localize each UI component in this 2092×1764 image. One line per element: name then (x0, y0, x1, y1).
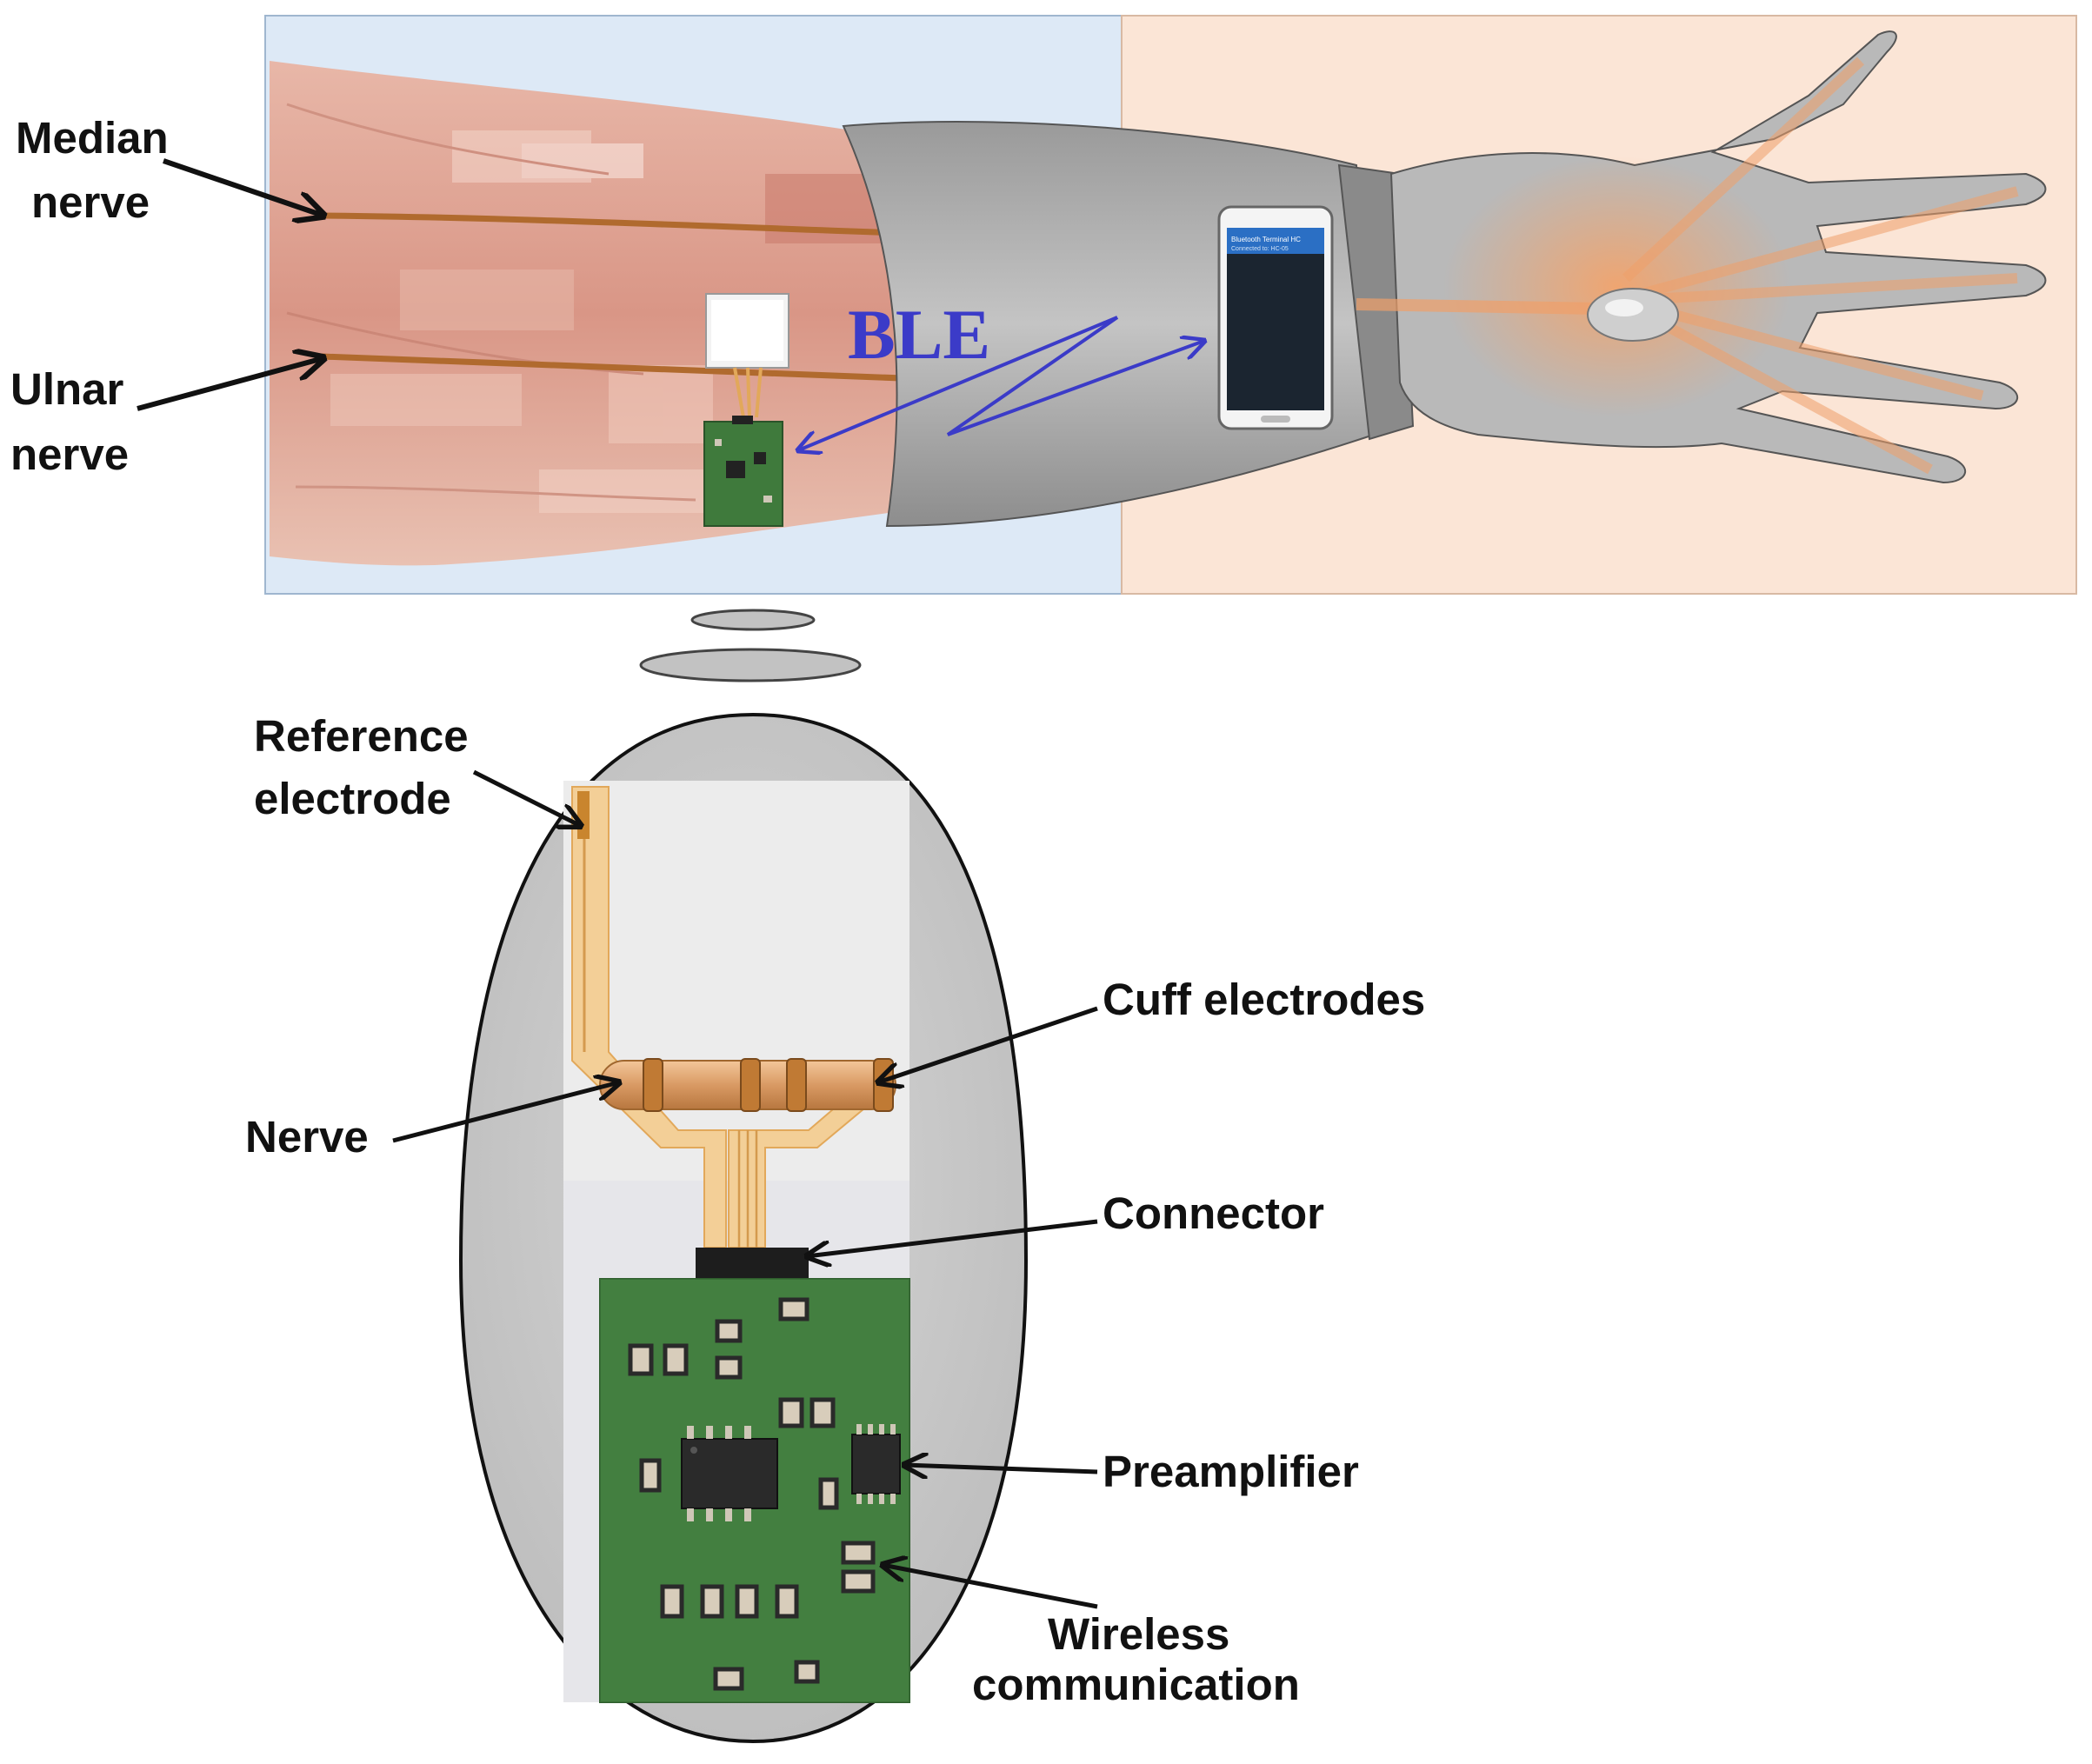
ble-label: BLE (848, 295, 990, 374)
cuff-ring-1 (643, 1058, 663, 1112)
connector-arrow (807, 1219, 1098, 1256)
wireless-communication-arrow (883, 1565, 1098, 1609)
smartphone: Bluetooth Terminal HC Connected to: HC-0… (1217, 205, 1334, 430)
reference-electrode-pad (577, 791, 590, 839)
reference-electrode-arrow (472, 769, 581, 826)
cuff-ring-4 (873, 1058, 894, 1112)
reference-electrode-label-line2: electrode (254, 774, 451, 823)
wireless-communication-label-line2: communication (972, 1660, 1300, 1709)
cuff-ring-3 (786, 1058, 807, 1112)
nerve-label: Nerve (245, 1112, 369, 1162)
preamplifier-arrow (904, 1465, 1098, 1472)
implant-capsule-detail (458, 609, 1029, 1744)
median-nerve-label-line1: Median (16, 113, 169, 163)
ble-arrow-lower (946, 316, 1204, 436)
hand-illustration (1356, 30, 2047, 484)
phone-app-title: Bluetooth Terminal HC (1231, 236, 1301, 243)
ic-chip-preamplifier (851, 1434, 901, 1494)
phone-app-subtitle: Connected to: HC-05 (1231, 246, 1289, 252)
nerve-arrow (392, 1082, 619, 1143)
connector-block (696, 1248, 809, 1279)
median-nerve-arrow (163, 158, 323, 216)
ble-arrow-upper (798, 316, 1118, 450)
cuff-electrodes-arrow (878, 1006, 1098, 1082)
cuff-electrodes-label: Cuff electrodes (1103, 975, 1425, 1024)
pcb-board (599, 1278, 910, 1703)
ulnar-nerve-label-line2: nerve (10, 429, 129, 479)
connector-label: Connector (1103, 1188, 1324, 1238)
arm-illustration-panel: Bluetooth Terminal HC Connected to: HC-0… (10, 15, 2077, 595)
preamplifier-label: Preamplifier (1103, 1447, 1359, 1496)
signal-wave-large (639, 648, 862, 682)
median-nerve-label-line2: nerve (31, 177, 150, 227)
reference-electrode-label-line1: Reference (254, 711, 469, 761)
cuff-ring-2 (740, 1058, 761, 1112)
wireless-communication-label-line1: Wireless (1048, 1609, 1229, 1659)
passive-components (628, 1297, 876, 1691)
capsule-callouts: Reference electrode Cuff electrodes Nerv… (245, 711, 1425, 1709)
ulnar-nerve-arrow (137, 358, 323, 411)
signal-wave-small (690, 609, 816, 631)
ulnar-nerve-label-line1: Ulnar (10, 364, 124, 414)
implant-device-small (703, 293, 789, 527)
